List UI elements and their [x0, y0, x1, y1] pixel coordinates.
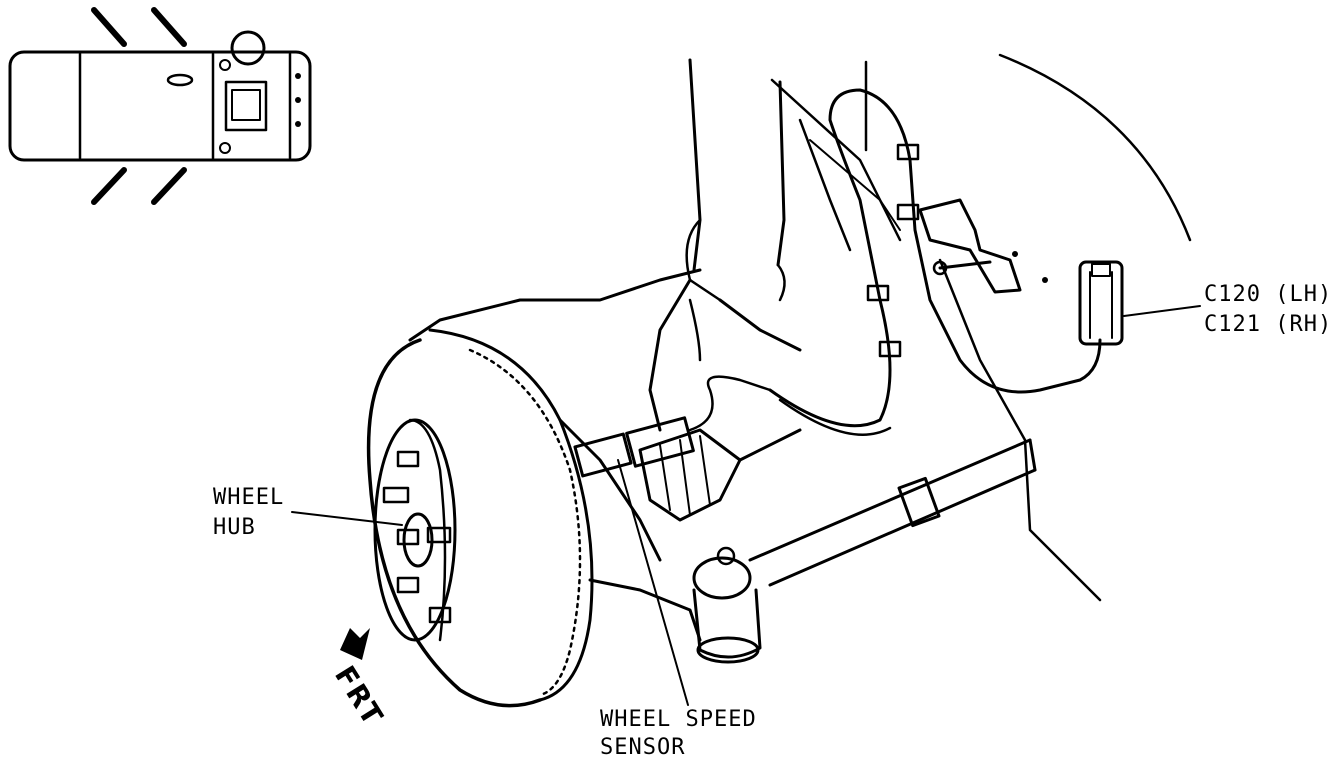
wheel-hub: [373, 418, 457, 642]
axle-boot: [638, 428, 802, 522]
wheel-hub-label-line1: WHEEL: [213, 485, 285, 510]
vehicle-top-view-icon: [8, 7, 312, 205]
connector-c120-label: C120 (LH): [1204, 282, 1333, 307]
fender-outline: [998, 53, 1192, 242]
wheel-speed-sensor-label-line1: WHEEL SPEED: [600, 707, 757, 732]
electrical-connector: [1078, 260, 1124, 346]
connector-leader: [1123, 305, 1201, 317]
wheel-hub-leader: [291, 511, 403, 526]
steering-knuckle: [408, 268, 802, 642]
front-arrow-icon: [340, 628, 370, 660]
tie-rod-end: [692, 546, 762, 664]
wheel-hub-label-line2: HUB: [213, 515, 256, 540]
brake-rotor: [366, 328, 594, 708]
sensor-harness: [768, 88, 1102, 436]
tie-rod: [748, 438, 1037, 587]
wheel-speed-sensor: [573, 375, 772, 478]
harness-bracket: [918, 198, 1048, 294]
connector-c121-label: C121 (RH): [1204, 312, 1333, 337]
wheel-speed-sensor-label-line2: SENSOR: [600, 735, 686, 760]
frame-rail: [938, 258, 1102, 602]
strut-assembly: [685, 58, 902, 302]
sensor-leader: [617, 459, 689, 706]
